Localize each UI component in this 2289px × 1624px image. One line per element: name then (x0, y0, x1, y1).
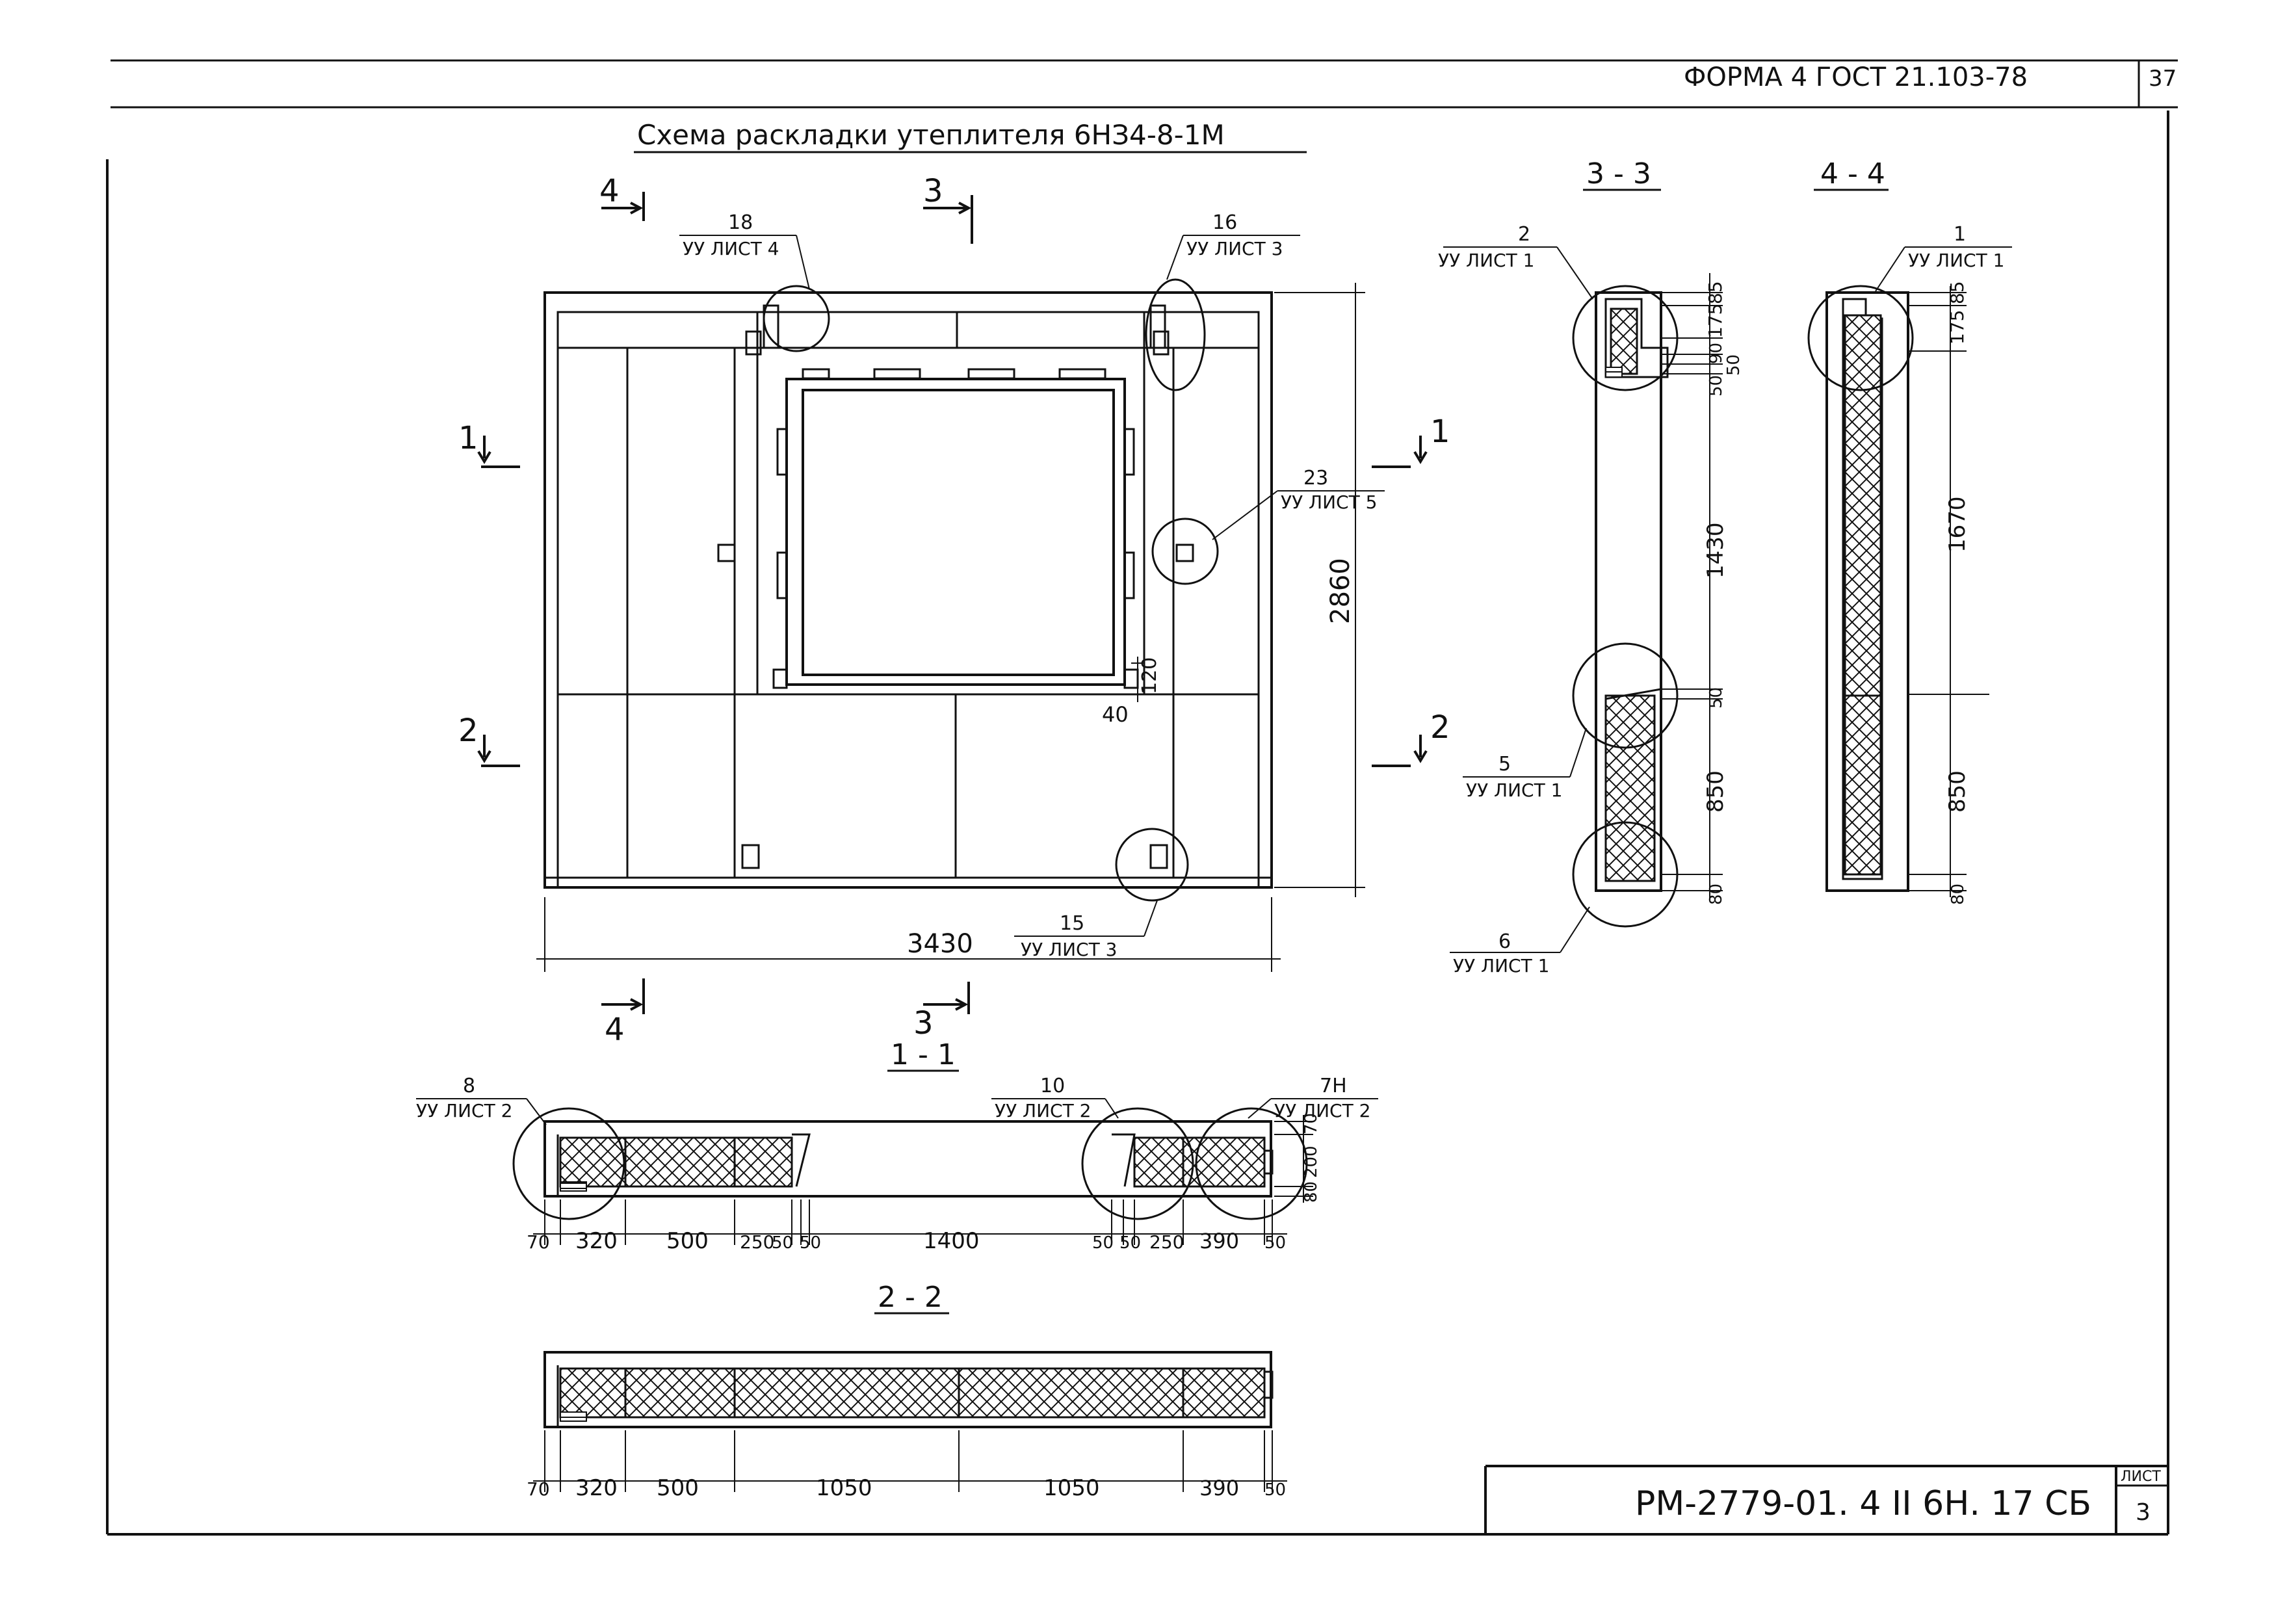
s33-dim-50a: 50 (1724, 354, 1744, 376)
callout-7-num: 7Н (1320, 1075, 1347, 1097)
s33-dim-1430: 1430 (1703, 522, 1729, 579)
s11-right-200: 200 (1301, 1146, 1321, 1178)
plan-width-dim: 3430 (907, 929, 973, 959)
callout-18-ref: УУ ЛИСТ 4 (683, 238, 779, 259)
callout-16-num: 16 (1212, 211, 1237, 234)
s11-dim-500: 500 (666, 1228, 709, 1254)
sheet-label: ЛИСТ (2121, 1469, 2161, 1485)
section-mark-1-left: 1 (458, 420, 478, 456)
section-1-1-title: 1 - 1 (891, 1038, 956, 1071)
callout-18-num: 18 (728, 211, 753, 234)
callout-2-num: 2 (1518, 223, 1530, 246)
doc-code: РМ-2779-01. 4 II 6Н. 17 СБ (1635, 1484, 2091, 1523)
s11-dim-250a: 250 (740, 1231, 774, 1253)
callout-15-ref: УУ ЛИСТ 3 (1021, 939, 1117, 960)
plan-dimensions (536, 283, 1365, 972)
form-label: ФОРМА 4 ГОСТ 21.103-78 (1684, 62, 2028, 92)
s22-dim-1050b: 1050 (1043, 1475, 1100, 1501)
s33-dim-50b: 50 (1707, 375, 1726, 397)
callout-5-ref: УУ ЛИСТ 1 (1466, 779, 1562, 801)
section-mark-2-left: 2 (458, 713, 478, 749)
main-title: Схема раскладки утеплителя 6НЗ4-8-1М (637, 119, 1225, 151)
s44-dim-85: 85 (1946, 281, 1968, 304)
s33-dim-90: 90 (1707, 343, 1726, 364)
s11-right-80: 80 (1301, 1181, 1321, 1203)
section-4-4-title: 4 - 4 (1820, 157, 1885, 190)
section-mark-1-right: 1 (1430, 413, 1450, 450)
s11-dim-320: 320 (575, 1228, 618, 1254)
plan-view (543, 278, 1273, 902)
plan-callout-leaders (679, 235, 1385, 937)
s33-dim-850: 850 (1703, 770, 1729, 813)
plan-height-dim: 2860 (1326, 558, 1355, 624)
section-mark-4-top: 4 (599, 173, 620, 209)
s22-dim-70: 70 (527, 1478, 550, 1500)
section-4-4-view (1807, 246, 2012, 897)
s22-dim-320: 320 (575, 1475, 618, 1501)
s11-dim-50b: 50 (800, 1233, 821, 1253)
callout-15-num: 15 (1060, 912, 1084, 935)
callout-5-num: 5 (1498, 753, 1511, 776)
sheet-frame (106, 59, 2178, 1536)
s33-dim-85: 85 (1705, 281, 1726, 304)
dim-120: 120 (1138, 657, 1161, 694)
section-2-2-view (533, 1351, 1287, 1492)
s33-dim-80: 80 (1707, 884, 1726, 905)
section-markers (477, 192, 1428, 1014)
dim-40: 40 (1102, 702, 1129, 727)
s11-dim-50a: 50 (772, 1233, 793, 1253)
s44-dim-1670: 1670 (1944, 496, 1970, 553)
section-mark-4-bottom: 4 (605, 1012, 625, 1048)
callout-7-ref: УУ ЛИСТ 2 (1274, 1100, 1370, 1121)
section-3-3-title: 3 - 3 (1586, 157, 1651, 190)
s11-dim-250b: 250 (1149, 1231, 1184, 1253)
s22-dim-50: 50 (1264, 1480, 1286, 1500)
s33-dim-175: 175 (1705, 304, 1726, 338)
s33-dim-50c: 50 (1707, 687, 1726, 709)
title-block (1484, 1465, 2168, 1534)
s11-dim-50c: 50 (1092, 1233, 1114, 1253)
callout-1-ref: УУ ЛИСТ 1 (1908, 250, 2004, 271)
s11-dim-50d: 50 (1119, 1233, 1141, 1253)
callout-6-num: 6 (1498, 930, 1511, 953)
section-2-2-title: 2 - 2 (878, 1281, 943, 1314)
section-mark-3-top: 3 (923, 173, 943, 209)
s44-dim-80: 80 (1948, 884, 1968, 905)
callout-23-ref: УУ ЛИСТ 5 (1281, 491, 1377, 513)
section-mark-2-right: 2 (1430, 709, 1450, 746)
s44-dim-175: 175 (1946, 310, 1968, 345)
callout-16-ref: УУ ЛИСТ 3 (1186, 238, 1283, 259)
s11-dim-70: 70 (527, 1231, 550, 1253)
callout-8-num: 8 (463, 1075, 475, 1097)
callout-10-num: 10 (1040, 1075, 1065, 1097)
callout-23-num: 23 (1303, 467, 1328, 490)
s44-dim-850: 850 (1944, 770, 1970, 813)
s11-dim-390: 390 (1199, 1229, 1239, 1253)
callout-10-ref: УУ ЛИСТ 2 (995, 1100, 1091, 1121)
s11-dim-1400: 1400 (923, 1228, 980, 1254)
callout-2-ref: УУ ЛИСТ 1 (1438, 250, 1534, 271)
s11-dim-50e: 50 (1264, 1233, 1286, 1253)
callout-6-ref: УУ ЛИСТ 1 (1453, 955, 1549, 976)
section-mark-3-bottom: 3 (913, 1005, 934, 1041)
callout-8-ref: УУ ЛИСТ 2 (416, 1100, 512, 1121)
callout-1-num: 1 (1954, 223, 1966, 246)
s22-dim-500: 500 (657, 1475, 699, 1501)
section-1-1-view (416, 1098, 1378, 1245)
s11-right-70: 70 (1301, 1113, 1321, 1134)
page-number: 37 (2149, 66, 2177, 92)
s22-dim-1050a: 1050 (816, 1475, 872, 1501)
section-3-3-view (1443, 246, 1723, 953)
s22-dim-390: 390 (1199, 1476, 1239, 1500)
sheet-number: 3 (2136, 1499, 2151, 1526)
